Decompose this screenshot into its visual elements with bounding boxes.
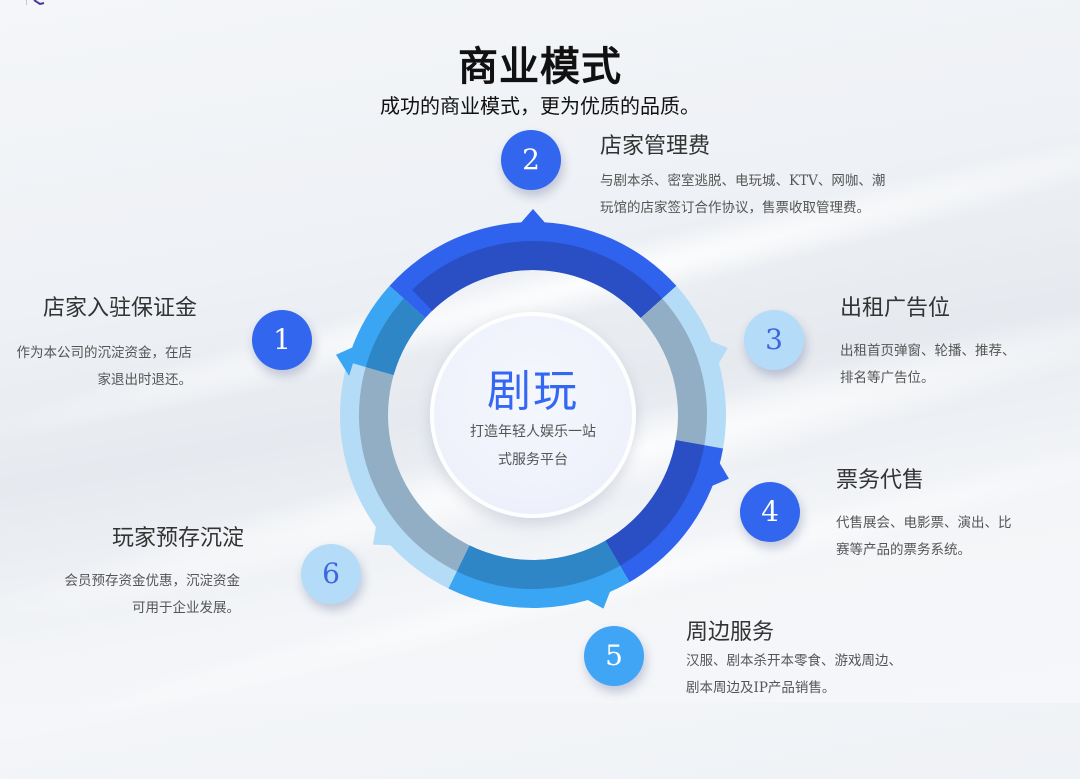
item-6-desc-1: 会员预存资金优惠，沉淀资金 [64, 573, 241, 589]
brand-tagline-1: 打造年轻人娱乐一站 [470, 424, 596, 440]
step-4-badge: 4 [740, 482, 800, 542]
step-3-badge: 3 [744, 310, 804, 370]
item-1-desc-2: 家退出时退还。 [97, 372, 193, 388]
logo-fragment [26, 0, 45, 5]
item-3-desc-2: 排名等广告位。 [840, 370, 935, 386]
page-title: 商业模式 [458, 44, 622, 90]
spike-6-icon [372, 520, 398, 546]
item-5-desc-1: 汉服、剧本杀开本零食、游戏周边、 [686, 653, 902, 669]
page-subtitle: 成功的商业模式，更为优质的品质。 [380, 94, 700, 118]
item-3-title: 出租广告位 [840, 296, 951, 321]
item-4-desc-1: 代售展会、电影票、演出、比 [836, 515, 1012, 531]
item-1-desc-1: 作为本公司的沉淀资金，在店 [16, 345, 193, 361]
segment-3-inner [640, 298, 707, 446]
segment-6-inner [359, 367, 470, 572]
item-1-title: 店家入驻保证金 [42, 296, 197, 321]
spike-5-icon [581, 585, 613, 609]
segment-5-inner [456, 540, 620, 589]
step-5-badge: 5 [584, 626, 644, 686]
spike-4-icon [706, 457, 729, 489]
center-circle: 剧玩 打造年轻人娱乐一站 式服务平台 [430, 312, 636, 518]
step-6-badge: 6 [301, 544, 361, 604]
item-4-desc-2: 赛等产品的票务系统。 [836, 542, 971, 558]
item-4-title: 票务代售 [836, 468, 925, 493]
item-6-desc-2: 可用于企业发展。 [132, 600, 240, 616]
item-3-desc-1: 出租首页弹窗、轮播、推荐、 [840, 343, 1016, 359]
item-6-title: 玩家预存沉淀 [111, 526, 244, 551]
item-5-desc-2: 剧本周边及IP产品销售。 [686, 680, 836, 696]
item-5-title: 周边服务 [686, 620, 775, 645]
item-2-desc-2: 玩馆的店家签订合作协议，售票收取管理费。 [600, 200, 870, 216]
business-model-ring [336, 209, 729, 609]
spike-1-icon [336, 344, 359, 376]
item-2-desc-1: 与剧本杀、密室逃脱、电玩城、KTV、网咖、潮 [600, 173, 886, 189]
spike-3-icon [704, 338, 728, 370]
brand-name: 剧玩 [487, 366, 579, 417]
spike-2-icon [516, 209, 550, 228]
brand-tagline-2: 式服务平台 [498, 452, 568, 468]
segment-1-inner [365, 298, 426, 376]
step-2-badge: 2 [501, 130, 561, 190]
step-1-badge: 1 [252, 310, 312, 370]
item-2-title: 店家管理费 [600, 134, 711, 159]
segment-2-inner [412, 240, 663, 318]
segment-4-inner [605, 440, 705, 566]
